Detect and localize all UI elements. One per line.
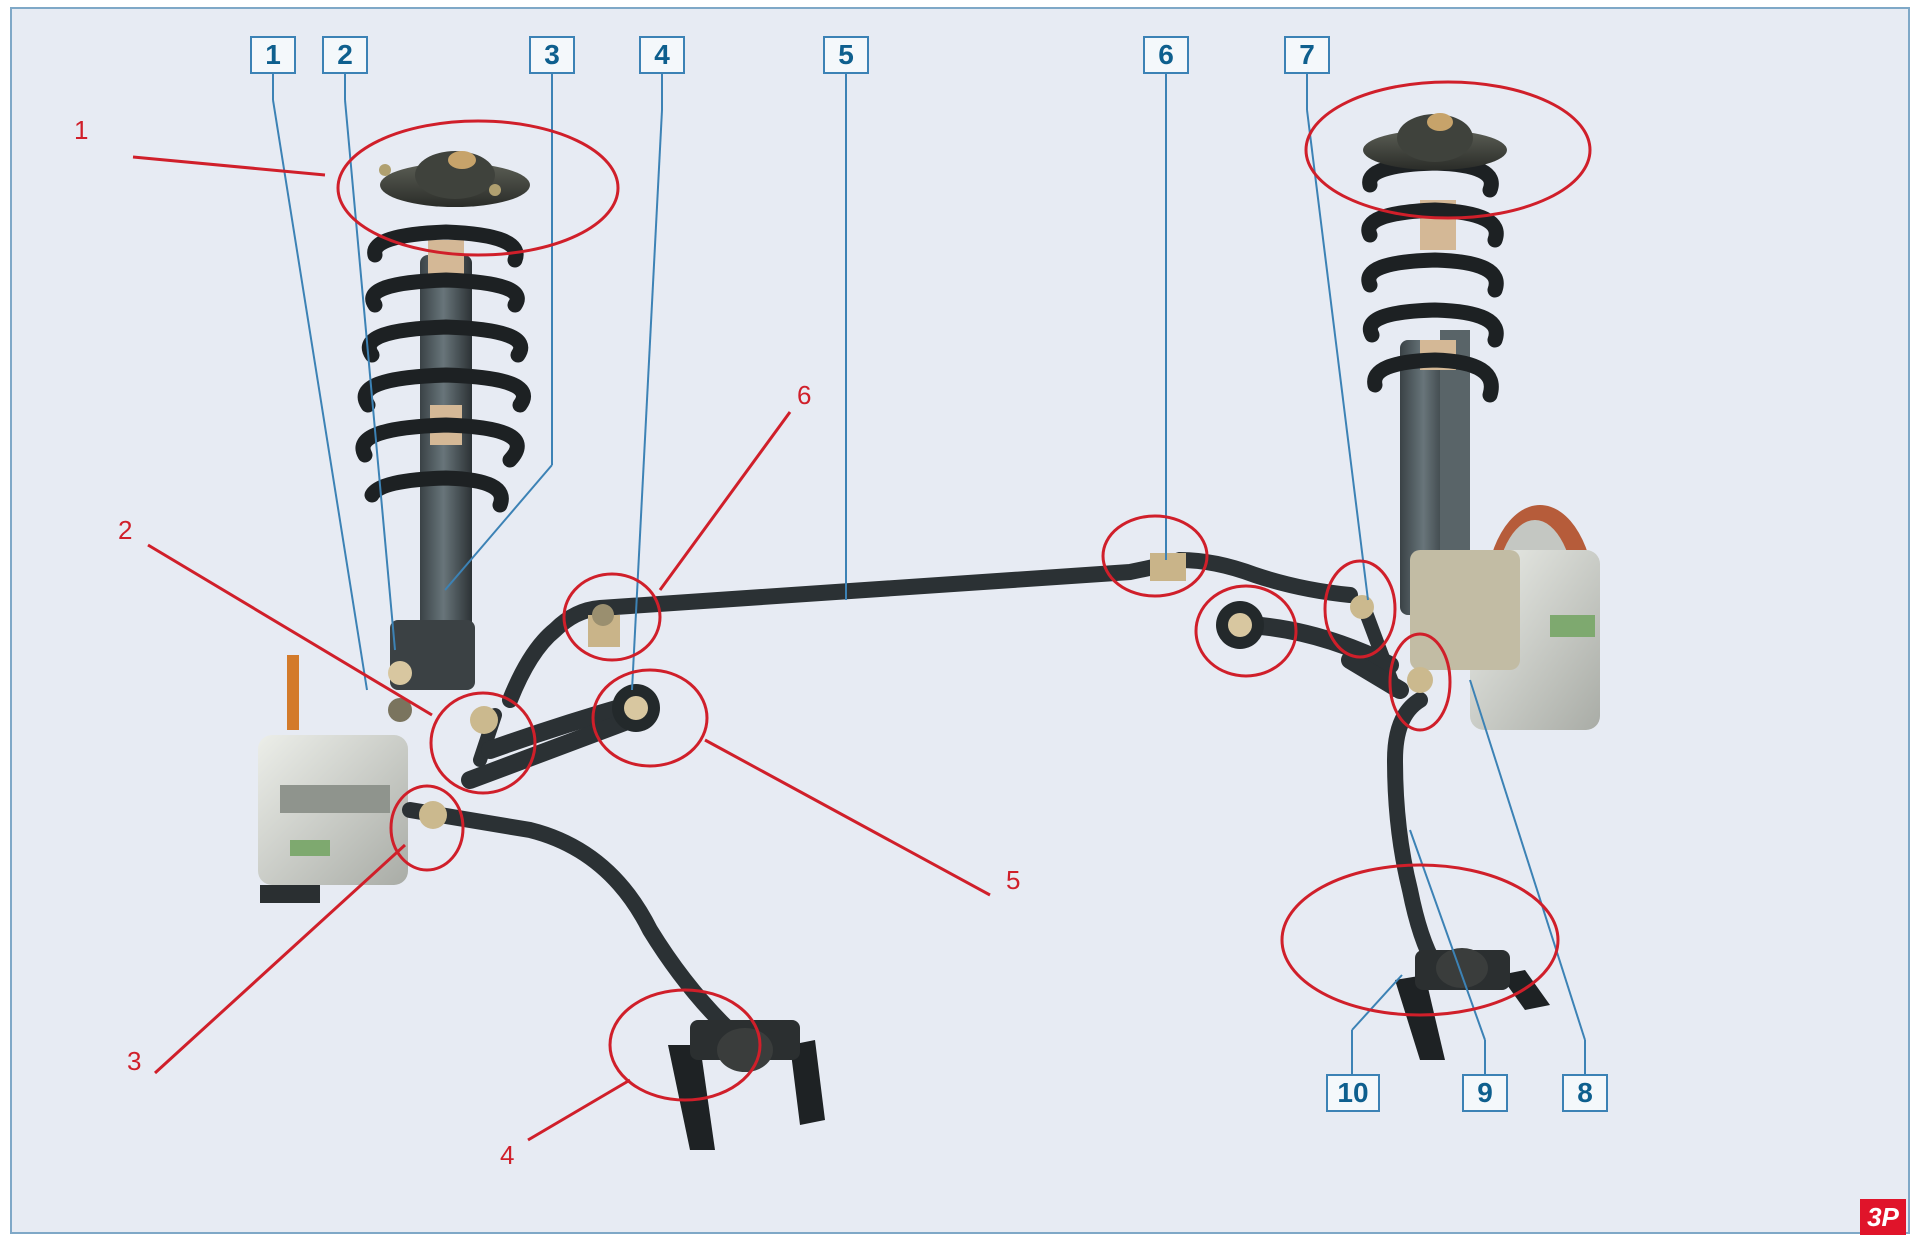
callout-9: 9 [1462,1074,1508,1112]
red-circle-balljoint-right [1388,632,1452,732]
red-annotation-1: 1 [74,115,89,145]
left-mount-bracket-b [790,1040,825,1125]
red-circle-4-right [1280,863,1560,1017]
callout-7: 7 [1284,36,1330,74]
publisher-logo: 3P [1860,1199,1906,1235]
bushings [419,553,1433,829]
red-circle-5-right [1194,584,1298,678]
callout-8: 8 [1562,1074,1608,1112]
red-annotation-4: 4 [500,1140,515,1170]
right-ball-joint [1407,667,1433,693]
right-mount-bushing [1436,948,1488,988]
right-strut-assembly [1361,113,1600,730]
callout-10: 10 [1326,1074,1380,1112]
left-link-joint [470,706,498,734]
callout-2: 2 [322,36,368,74]
red-circle-1-left [336,119,620,257]
red-circle-link-right [1323,559,1397,659]
left-top-mount-nut [448,151,476,169]
control-arms [461,616,1409,789]
red-annotation-2: 2 [118,515,133,545]
right-mount-bracket-a [1395,975,1445,1060]
bar-mount-brackets [668,948,1550,1150]
right-top-mount-nut [1427,113,1453,131]
callout-3: 3 [529,36,575,74]
right-strut-body [1400,340,1452,615]
callout-6: 6 [1143,36,1189,74]
callout-5: 5 [823,36,869,74]
left-abs-sensor [287,655,299,730]
red-circle-2 [429,691,537,795]
left-mount-bracket-a [668,1045,715,1150]
right-coil-spring [1361,155,1504,403]
red-circle-6-right [1101,514,1209,598]
right-knuckle [1410,550,1520,670]
left-ball-joint [419,801,447,829]
callout-1: 1 [250,36,296,74]
blue-leader-lines [272,74,1586,1074]
red-circle-4-left [608,988,762,1102]
red-markup [132,80,1592,1142]
callout-4: 4 [639,36,685,74]
red-circle-3 [389,784,465,872]
red-annotation-5: 5 [1006,865,1021,895]
left-coil-spring [355,224,531,513]
red-circle-6-left [562,572,662,662]
red-annotation-6: 6 [797,380,812,410]
red-circle-1-right [1304,80,1592,220]
right-bar-clamp [1150,553,1186,581]
right-link-joint [1350,595,1374,619]
red-circle-5-left [591,668,709,768]
left-strut-assembly [258,151,531,903]
right-top-mount-rubber [1397,114,1473,162]
left-strut-body [420,255,472,665]
left-mount-bushing [717,1028,773,1072]
red-annotation-3: 3 [127,1046,142,1076]
